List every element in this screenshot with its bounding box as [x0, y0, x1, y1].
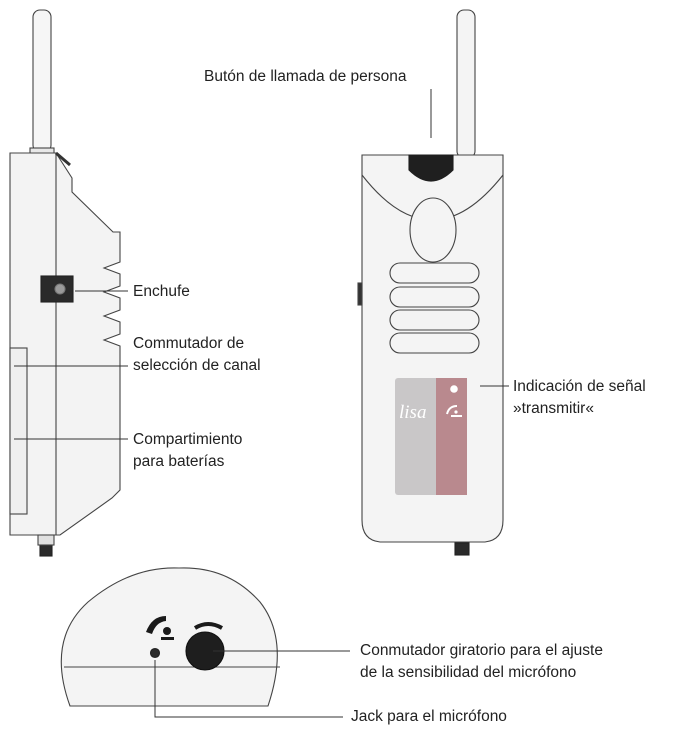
battery-compartment [9, 347, 28, 515]
label-channel-switch-2: selección de canal [133, 357, 261, 374]
label-battery-2: para baterías [133, 453, 225, 470]
speaker-slot [389, 309, 480, 331]
speaker-slot [389, 332, 480, 354]
front-antenna [456, 9, 476, 159]
socket-icon [40, 275, 74, 303]
dome-body [60, 567, 278, 707]
transmit-handset-icon [446, 405, 462, 417]
side-button [357, 282, 363, 306]
top-view [60, 567, 280, 707]
status-led-icon [450, 385, 458, 393]
knob-arrow [193, 622, 223, 630]
side-antenna [32, 9, 52, 153]
brand-logo: lisa [399, 402, 426, 423]
label-battery-1: Compartimiento [133, 431, 243, 448]
label-socket: Enchufe [133, 283, 190, 300]
label-mic-rotary-2: de la sensibilidad del micrófono [360, 664, 577, 681]
side-view [9, 9, 121, 557]
label-person-call-button: Butón de llamada de persona [204, 68, 407, 85]
speaker-slot [389, 262, 480, 284]
label-panel [395, 378, 467, 495]
label-transmit-2: »transmitir« [513, 400, 594, 417]
leader-mic-jack [154, 660, 343, 718]
front-foot [454, 542, 470, 556]
side-foot [39, 544, 53, 557]
front-oval [409, 197, 457, 263]
speaker-slot [389, 286, 480, 308]
label-channel-switch-1: Commutador de [133, 335, 245, 352]
label-mic-rotary-1: Conmutador giratorio para el ajuste [360, 642, 603, 659]
front-view [357, 9, 504, 556]
mic-jack-icon[interactable] [149, 647, 161, 659]
person-call-button[interactable] [408, 154, 454, 182]
label-mic-jack: Jack para el micrófono [351, 708, 507, 725]
handset-person-icon [146, 616, 174, 640]
label-transmit-1: Indicación de señal [513, 378, 646, 395]
